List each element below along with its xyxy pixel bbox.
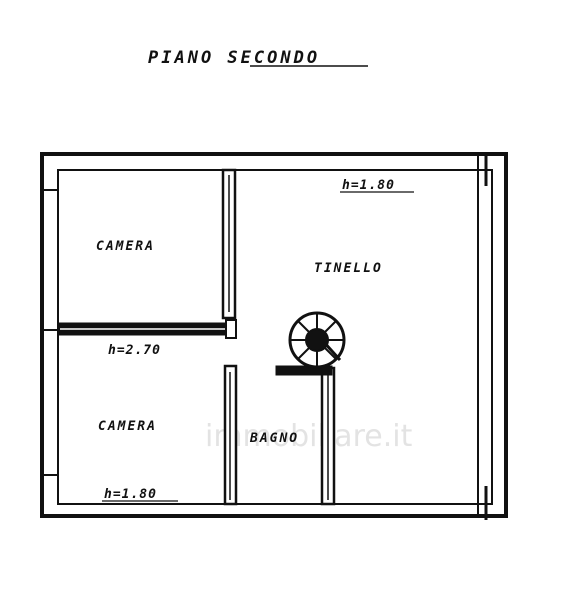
room-label-camera-bottom: CAMERA	[98, 419, 157, 434]
watermark: immobiliare.it	[205, 419, 413, 454]
plan-title: PIANO SECONDO	[148, 48, 320, 68]
room-label-camera-top: CAMERA	[96, 239, 155, 254]
height-label-camera: h=1.80	[104, 487, 157, 502]
outer-walls	[40, 152, 508, 520]
room-label-bagno: BAGNO	[249, 431, 299, 446]
room-label-tinello: TINELLO	[314, 261, 383, 276]
height-label-corridor: h=2.70	[108, 343, 161, 358]
spiral-staircase	[288, 311, 346, 369]
interior-walls	[57, 168, 336, 506]
height-label-tinello: h=1.80	[342, 178, 395, 193]
